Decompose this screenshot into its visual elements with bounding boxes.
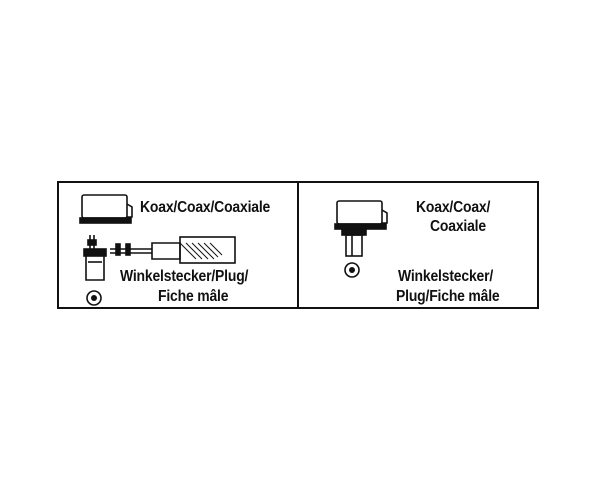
- coax-connector-icon: [334, 200, 388, 230]
- cable-wire-icon: [110, 236, 236, 264]
- plug-label-line1: Winkelstecker/Plug/: [120, 268, 249, 285]
- coax-label: Koax/Coax/Coaxiale: [140, 199, 271, 216]
- plug-label-line2: Fiche mâle: [158, 288, 229, 305]
- panel-divider: [297, 181, 299, 309]
- coax-label-line2: Coaxiale: [430, 218, 486, 235]
- target-dot-icon: [86, 290, 102, 306]
- coax-connector-icon: [79, 194, 133, 224]
- target-dot-icon: [344, 262, 360, 278]
- plug-label-line2: Plug/Fiche mâle: [396, 288, 500, 305]
- coax-label-line1: Koax/Coax/: [416, 199, 491, 216]
- straight-plug-icon: [341, 228, 367, 257]
- plug-label-line1: Winkelstecker/: [398, 268, 494, 285]
- angled-plug-icon: [83, 235, 107, 281]
